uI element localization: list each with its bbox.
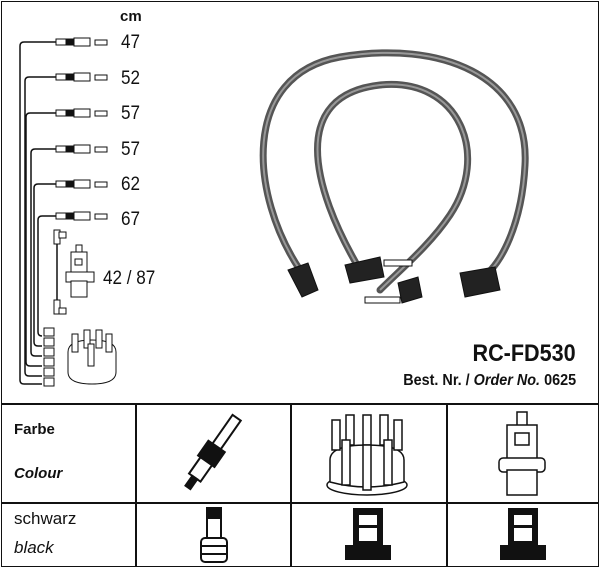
cable-length-4: 57 (121, 139, 141, 160)
cable-length-5: 62 (121, 174, 141, 195)
spark-plug-boot-icon (200, 507, 228, 563)
cable-length-6: 67 (121, 209, 141, 230)
colour-value-en: black (14, 538, 54, 557)
product-code: RC-FD530 (472, 340, 576, 367)
order-number-line: Best. Nr. / Order No. 0625 (403, 372, 576, 390)
unit-label: cm (120, 8, 142, 25)
distributor-cap-icon (326, 414, 408, 496)
table-col-divider (446, 403, 448, 567)
colour-value-de: schwarz (14, 509, 77, 528)
coil-cable-length: 42 / 87 (103, 268, 156, 289)
cable-length-1: 47 (121, 32, 141, 53)
cable-length-3: 57 (121, 103, 141, 124)
coil-boot-icon (500, 508, 546, 560)
distributor-boot-icon (345, 508, 391, 560)
spark-plug-icon (184, 413, 243, 491)
table-top-border (1, 403, 599, 405)
order-number: 0625 (543, 372, 576, 389)
table-col-divider (290, 403, 292, 567)
order-label: Order No. (473, 372, 540, 389)
header-colour-en: Colour (14, 465, 63, 482)
table-col-divider (135, 403, 137, 567)
header-colour-de: Farbe (14, 421, 55, 438)
ignition-cables-illustration (259, 49, 529, 304)
table-row-divider (1, 502, 599, 504)
order-prefix: Best. Nr. / (403, 372, 470, 389)
cable-length-2: 52 (121, 68, 141, 89)
ignition-coil-icon (498, 411, 546, 496)
cable-set-schematic (19, 37, 117, 387)
